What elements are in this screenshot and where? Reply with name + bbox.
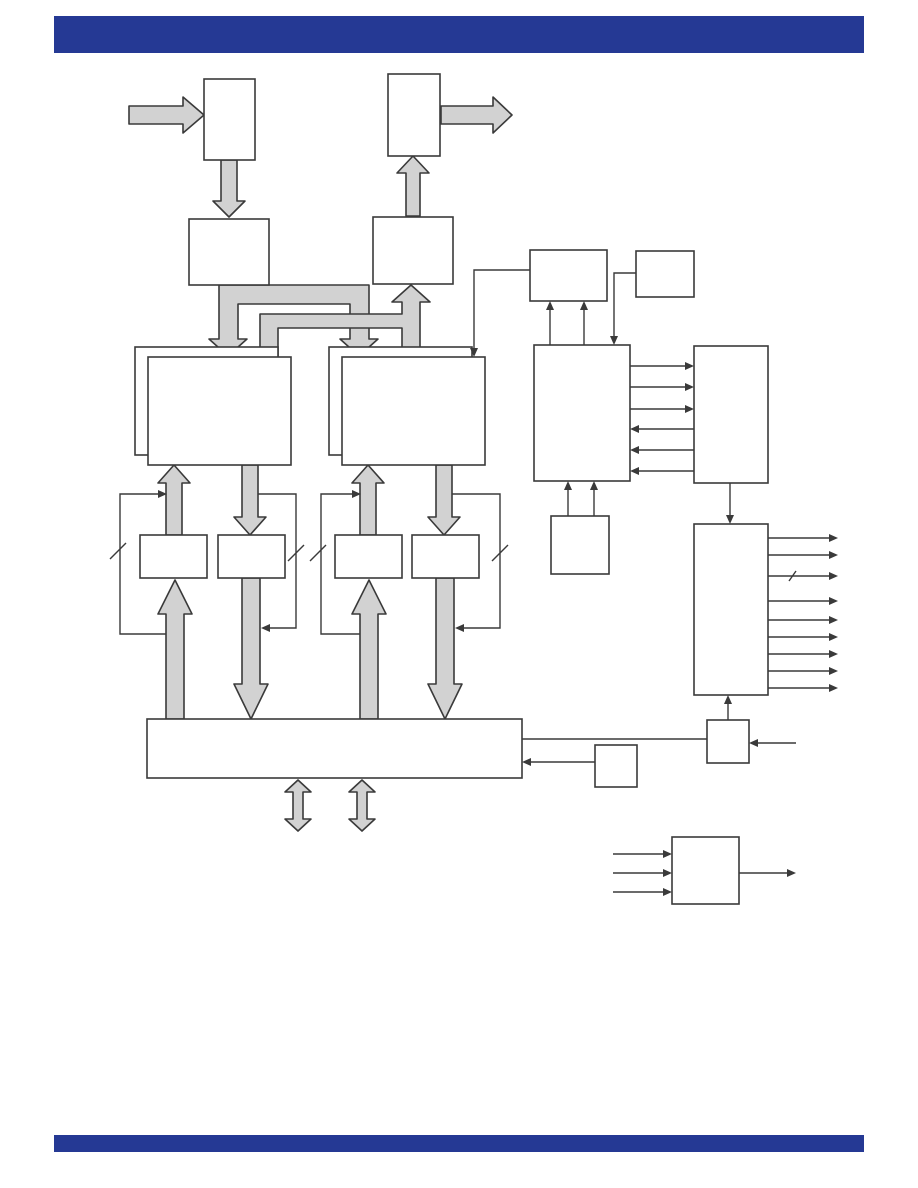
interface-bar [146,718,523,779]
arrowhead-logic-to-status [685,405,694,413]
slash-mark [491,544,509,562]
bus-bidir-right [348,779,376,832]
wire-left-feedback [119,493,166,635]
control-input-block [550,515,610,575]
arrowhead-flag-output [829,597,838,605]
bus-right-array-down [427,464,461,536]
arrowhead-logic-to-status [685,362,694,370]
bus-output-arrow [440,96,513,134]
slash-mark [287,544,305,562]
flag-select-block [706,719,750,764]
slash-mark [788,570,797,582]
gate-block [671,836,740,905]
arrowhead-gate-input [663,888,672,896]
arrowhead-gate-output [787,869,796,877]
bus-input-arrow [128,96,205,134]
arrowhead-control-to-array [470,348,478,357]
arrowhead-logic-up-2 [580,301,588,310]
wire-right-return [452,493,501,629]
arrowhead-flag-output [829,616,838,624]
bus-left-long-down [233,577,269,720]
bus-input-down [212,159,246,218]
control-small-block [635,250,695,298]
arrowhead-flag-output [829,534,838,542]
arrowhead-external-input [749,739,758,747]
bus-output-up [396,155,430,217]
wire-left-return [258,493,297,629]
right-read-register [334,534,403,579]
left-write-register [217,534,286,579]
status-register-block [693,345,769,484]
slash-mark [309,544,327,562]
bus-left-array-down [233,464,267,536]
arrowhead-logic-to-status [685,383,694,391]
bus-left-long-up [157,579,193,720]
control-logic-block [533,344,631,482]
arrowhead-left-feedback [158,490,167,498]
right-array-front [341,356,486,466]
bus-cross-inner [259,284,431,357]
arrowhead-status-to-flags [726,515,734,524]
block-group [134,73,769,905]
arrowhead-status-to-logic [630,467,639,475]
arrowhead-flag-output [829,684,838,692]
bus-config-block [594,744,638,788]
arrowhead-gate-input [663,869,672,877]
wire-right-feedback [320,493,360,635]
bus-right-long-down [427,577,463,720]
wire-control-to-array [473,269,530,350]
bus-right-array-up [351,464,385,536]
arrowhead-small-block-down [610,336,618,345]
arrowhead-right-feedback [352,490,361,498]
arrowhead-status-to-logic [630,446,639,454]
arrowhead-left-return [261,624,270,632]
input-register-block [188,218,270,286]
left-read-register [139,534,208,579]
left-array-front [147,356,292,466]
arrowhead-select-to-flags [724,695,732,704]
arrowhead-status-to-logic [630,425,639,433]
bus-right-long-up [351,579,387,720]
wire-group [109,269,838,896]
arrowhead-gate-input [663,850,672,858]
arrowhead-input-up-2 [590,481,598,490]
bus-left-array-up [157,464,191,536]
arrowhead-flag-output [829,572,838,580]
slash-mark [109,542,127,560]
bus-bidir-left [284,779,312,832]
flag-logic-block [693,523,769,696]
output-register-block [372,216,454,285]
bus-group [128,96,513,832]
arrowhead-logic-up-1 [546,301,554,310]
arrowhead-config-to-bar [522,758,531,766]
input-block [203,78,256,161]
control-top-block [529,249,608,302]
header-band [54,16,864,53]
footer-band [54,1135,864,1152]
output-block [387,73,441,157]
arrowhead-input-up-1 [564,481,572,490]
wire-small-block-down [613,272,636,338]
arrowhead-flag-output [829,551,838,559]
arrowhead-flag-output [829,667,838,675]
arrowhead-right-return [455,624,464,632]
arrowhead-flag-output [829,650,838,658]
bus-cross-outer [208,284,379,357]
arrowhead-flag-output [829,633,838,641]
right-write-register [411,534,480,579]
